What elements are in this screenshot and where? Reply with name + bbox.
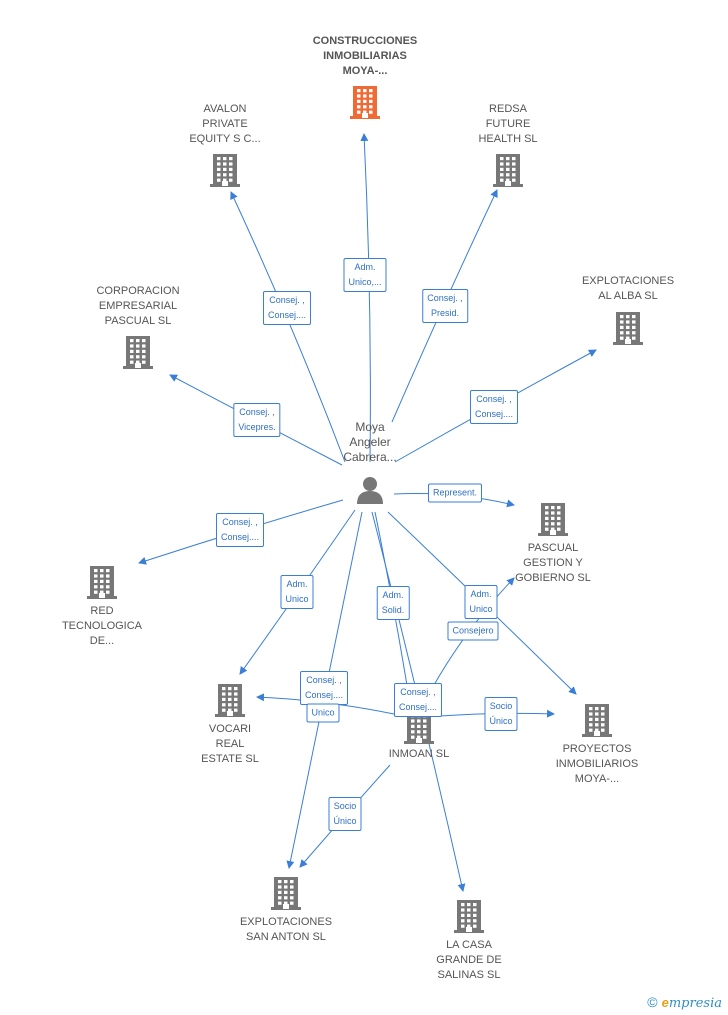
building-icon[interactable] [612, 310, 644, 351]
edge-role-label[interactable]: Consej. , Vicepres. [233, 403, 281, 437]
person-icon[interactable] [355, 475, 385, 510]
building-icon[interactable] [214, 682, 246, 723]
building-icon[interactable] [581, 702, 613, 743]
building-icon[interactable] [453, 898, 485, 939]
building-icon[interactable] [537, 501, 569, 542]
brand-watermark: ©empresia [647, 994, 722, 1011]
company-label[interactable]: EXPLOTACIONES AL ALBA SL [581, 275, 675, 302]
edge-role-label[interactable]: Consej. , Consej.... [299, 671, 349, 705]
edge-role-label[interactable]: Socio Único [328, 797, 362, 831]
edge-role-label[interactable]: Consej. , Presid. [422, 289, 468, 323]
company-label[interactable]: VOCARI REAL ESTATE SL [201, 723, 259, 765]
person-label[interactable]: Moya Angeler Cabrera... [343, 420, 397, 464]
edge-role-label[interactable]: Consej. , Consej.... [215, 513, 265, 547]
company-label[interactable]: PROYECTOS INMOBILIARIOS MOYA-... [555, 743, 639, 785]
edge-role-label[interactable]: Adm. Unico,... [343, 258, 387, 292]
building-icon[interactable] [86, 564, 118, 605]
company-label[interactable]: REDSA FUTURE HEALTH SL [478, 103, 538, 145]
edge-role-label[interactable]: Adm. Unico [464, 585, 498, 619]
building-icon[interactable] [209, 152, 241, 193]
company-label[interactable]: INMOAN SL [388, 748, 450, 760]
edge-role-label[interactable]: Represent. [427, 483, 483, 503]
company-label[interactable]: CONSTRUCCIONES INMOBILIARIAS MOYA-... [312, 35, 418, 77]
company-label[interactable]: PASCUAL GESTION Y GOBIERNO SL [515, 542, 591, 584]
edge-role-label[interactable]: Socio Único [484, 697, 518, 731]
edge-role-label[interactable]: Adm. Solid. [376, 586, 410, 620]
edge-role-label[interactable]: Unico [306, 703, 340, 723]
edge-line [230, 191, 346, 463]
edge-line [360, 133, 371, 463]
building-icon[interactable] [492, 152, 524, 193]
company-label[interactable]: RED TECNOLOGICA DE... [61, 605, 143, 647]
building-icon[interactable] [270, 875, 302, 916]
edge-role-label[interactable]: Consej. , Consej.... [469, 390, 519, 424]
company-label[interactable]: CORPORACION EMPRESARIAL PASCUAL SL [96, 285, 180, 327]
company-label[interactable]: LA CASA GRANDE DE SALINAS SL [436, 939, 502, 981]
building-icon[interactable] [122, 334, 154, 375]
edge-role-label[interactable]: Adm. Unico [280, 575, 314, 609]
edge-role-label[interactable]: Consej. , Consej.... [393, 683, 443, 717]
company-label[interactable]: EXPLOTACIONES SAN ANTON SL [239, 916, 333, 943]
edge-role-label[interactable]: Consejero [447, 621, 499, 641]
company-label[interactable]: AVALON PRIVATE EQUITY S C... [189, 103, 261, 145]
building-icon[interactable] [349, 84, 381, 125]
edge-role-label[interactable]: Consej. , Consej.... [262, 291, 312, 325]
